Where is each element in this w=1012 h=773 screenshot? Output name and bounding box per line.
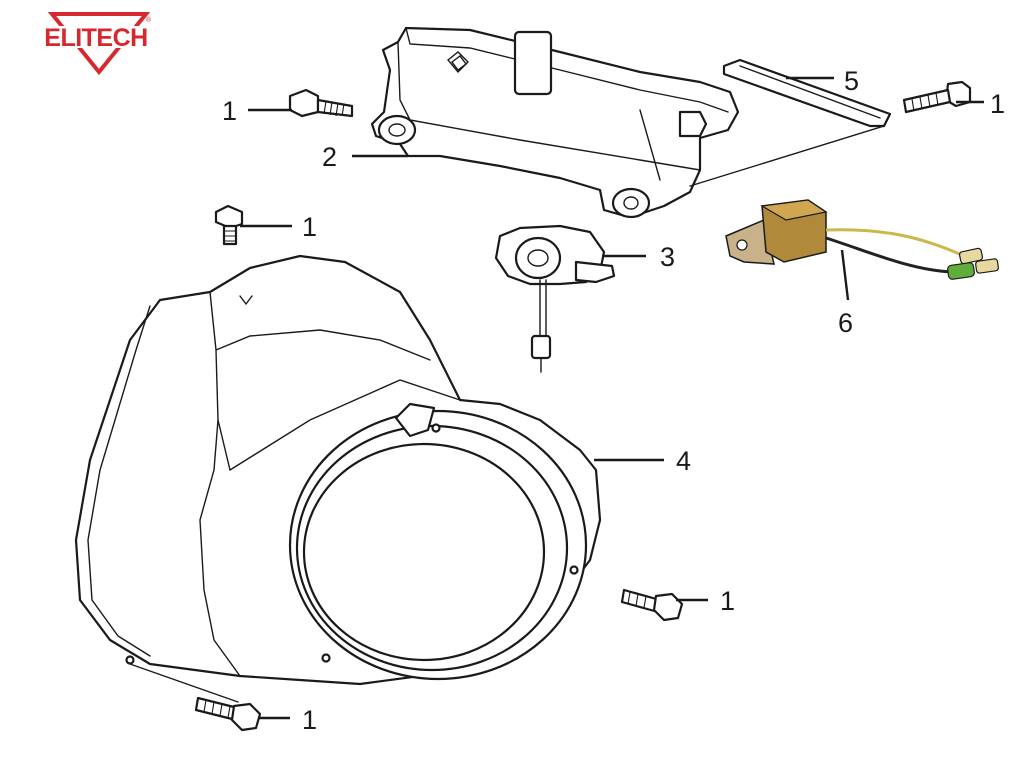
callout-1-left-mid: 1 [302, 212, 317, 242]
bolt-upper-left [288, 88, 354, 118]
callout-1-upper-left: 1 [222, 96, 237, 126]
leader-6 [840, 249, 850, 301]
bolt-right-low [620, 588, 684, 622]
logo-wordmark: ELITECH [44, 24, 147, 52]
part-2-upper-cover [370, 26, 740, 219]
callout-6: 6 [838, 308, 853, 338]
part-3-sensor [494, 224, 616, 373]
bolt-upper-right [902, 80, 972, 114]
elitech-logo: ELITECH ® [44, 12, 152, 76]
callout-4: 4 [676, 446, 691, 476]
callout-3: 3 [660, 242, 675, 272]
callout-2: 2 [322, 142, 337, 172]
logo-registered-mark: ® [146, 16, 152, 24]
bolt-bottom [194, 696, 262, 732]
part-4-fan-shroud [74, 254, 602, 703]
bolt-left-mid [214, 204, 244, 246]
callout-5: 5 [844, 66, 859, 96]
callout-1-upper-right: 1 [990, 89, 1005, 119]
callout-1-right-low: 1 [720, 586, 735, 616]
callout-1-bottom: 1 [302, 705, 317, 735]
part-6-oil-alert-module [725, 199, 999, 280]
part-5-rod [689, 58, 892, 187]
